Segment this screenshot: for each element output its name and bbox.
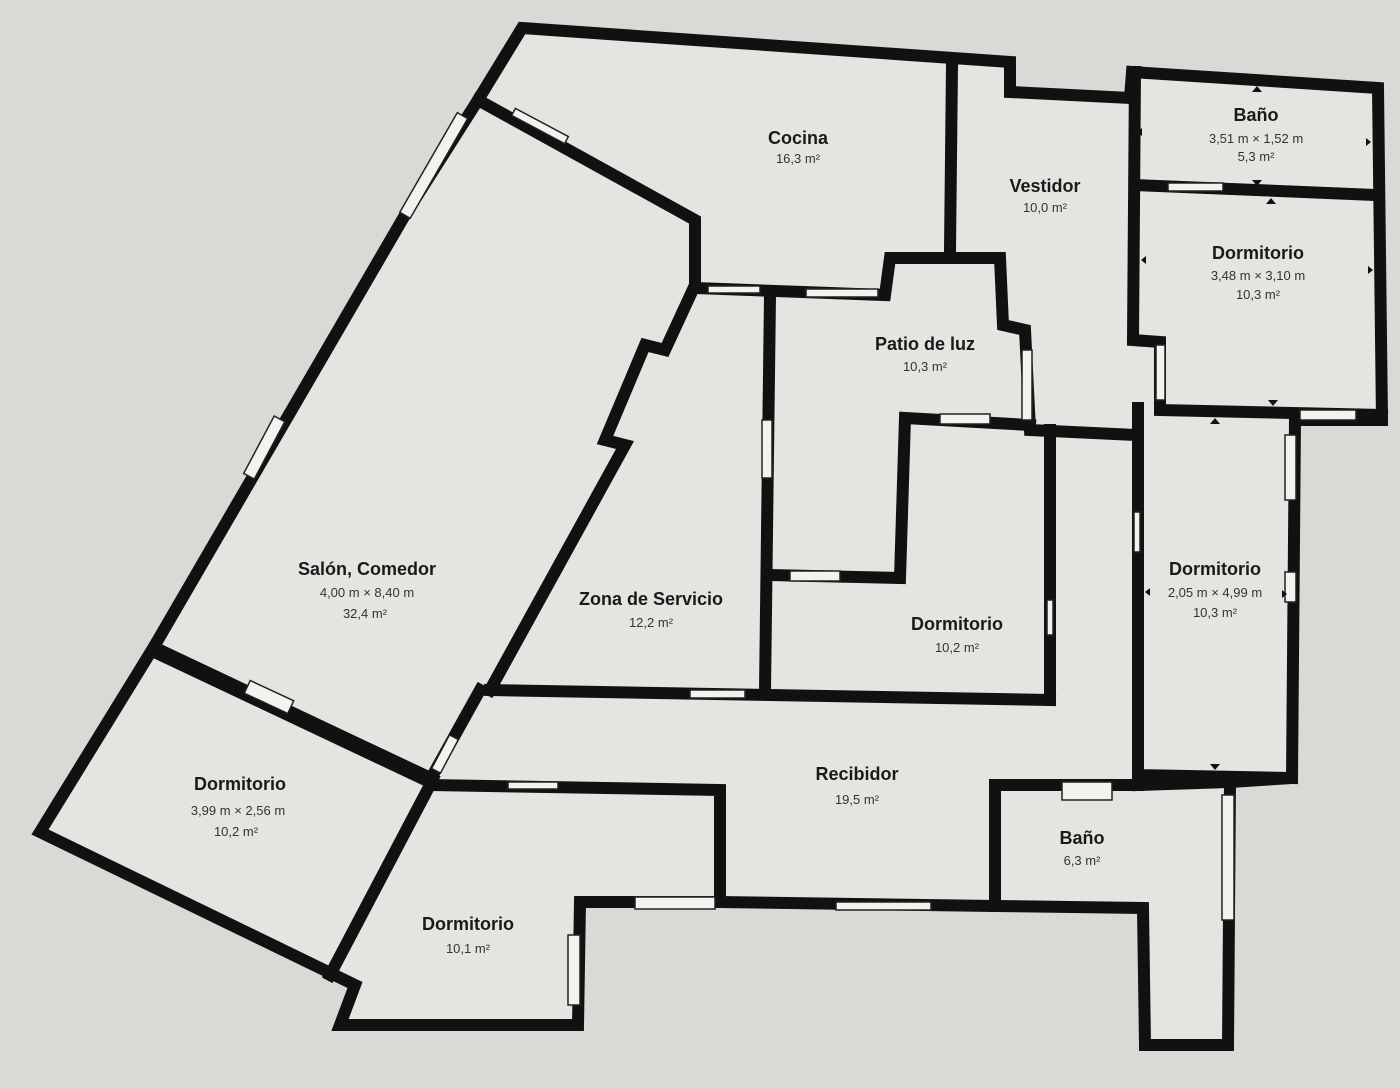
room-dimensions: 2,05 m × 4,99 m xyxy=(1168,585,1262,600)
room-area: 19,5 m² xyxy=(835,792,880,807)
room-area: 10,3 m² xyxy=(1236,287,1281,302)
room-dormitorio-2: Dormitorio 10,2 m² xyxy=(911,614,1003,655)
room-bano-2: Baño 6,3 m² xyxy=(1060,828,1105,868)
windows-and-doors xyxy=(242,107,1357,1006)
room-cocina: Cocina 16,3 m² xyxy=(768,128,829,166)
room-name: Salón, Comedor xyxy=(298,559,436,579)
room-name: Vestidor xyxy=(1009,176,1080,196)
room-area: 5,3 m² xyxy=(1238,149,1276,164)
room-dormitorio-4: Dormitorio 3,99 m × 2,56 m 10,2 m² xyxy=(191,774,286,839)
room-name: Dormitorio xyxy=(422,914,514,934)
room-name: Cocina xyxy=(768,128,829,148)
room-patio-de-luz: Patio de luz 10,3 m² xyxy=(875,334,975,374)
floor-area xyxy=(40,28,1382,1045)
room-dimensions: 3,48 m × 3,10 m xyxy=(1211,268,1305,283)
room-dormitorio-3: Dormitorio 2,05 m × 4,99 m 10,3 m² xyxy=(1168,559,1262,620)
room-dimensions: 3,51 m × 1,52 m xyxy=(1209,131,1303,146)
room-name: Recibidor xyxy=(815,764,898,784)
room-area: 6,3 m² xyxy=(1064,853,1102,868)
room-dormitorio-1: Dormitorio 3,48 m × 3,10 m 10,3 m² xyxy=(1211,243,1305,302)
room-name: Zona de Servicio xyxy=(579,589,723,609)
room-salon-comedor: Salón, Comedor 4,00 m × 8,40 m 32,4 m² xyxy=(298,559,436,621)
room-name: Dormitorio xyxy=(1169,559,1261,579)
room-area: 10,3 m² xyxy=(1193,605,1238,620)
room-dormitorio-5: Dormitorio 10,1 m² xyxy=(422,914,514,956)
room-zona-de-servicio: Zona de Servicio 12,2 m² xyxy=(579,589,723,630)
room-area: 10,0 m² xyxy=(1023,200,1068,215)
room-name: Dormitorio xyxy=(1212,243,1304,263)
room-vestidor: Vestidor 10,0 m² xyxy=(1009,176,1080,215)
room-name: Baño xyxy=(1060,828,1105,848)
room-recibidor: Recibidor 19,5 m² xyxy=(815,764,898,807)
room-area: 16,3 m² xyxy=(776,151,821,166)
room-bano-1: Baño 3,51 m × 1,52 m 5,3 m² xyxy=(1209,105,1303,164)
room-dimensions: 4,00 m × 8,40 m xyxy=(320,585,414,600)
room-name: Baño xyxy=(1234,105,1279,125)
room-name: Patio de luz xyxy=(875,334,975,354)
room-dimensions: 3,99 m × 2,56 m xyxy=(191,803,285,818)
room-area: 10,3 m² xyxy=(903,359,948,374)
dimension-arrow-markers xyxy=(1137,86,1373,770)
room-name: Dormitorio xyxy=(911,614,1003,634)
room-area: 10,1 m² xyxy=(446,941,491,956)
room-area: 32,4 m² xyxy=(343,606,388,621)
room-area: 10,2 m² xyxy=(935,640,980,655)
room-area: 12,2 m² xyxy=(629,615,674,630)
room-name: Dormitorio xyxy=(194,774,286,794)
room-area: 10,2 m² xyxy=(214,824,259,839)
